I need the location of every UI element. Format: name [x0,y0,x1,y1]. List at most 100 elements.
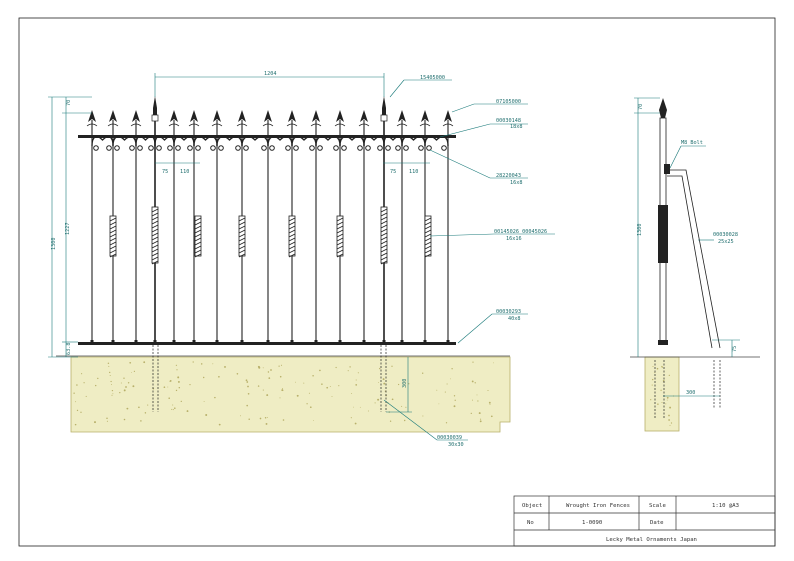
aggregate-dot [186,410,189,413]
aggregate-dot [669,424,671,426]
aggregate-dot [257,365,260,368]
picket-foot [338,340,342,344]
aggregate-dot [112,393,114,395]
scroll-arc [291,135,317,147]
spear-collar [286,123,298,127]
twist-hatch [109,249,117,254]
scroll-curl [269,145,275,151]
post-clamp [151,114,159,122]
aggregate-dot [338,385,340,387]
aggregate-dot [471,380,474,383]
side-concrete-foundation [644,356,680,432]
aggregate-dot [357,372,359,374]
aggregate-dot [257,385,260,387]
twist-hatch [238,253,246,258]
aggregate-dot [377,382,379,383]
twist-hatch [151,252,159,257]
aggregate-dot [123,389,126,392]
aggregate-dot [454,399,456,401]
spear-collar [188,123,200,127]
aggregate-dot [175,364,178,366]
aggregate-dot [236,373,239,375]
spear-tip [88,110,96,122]
side-dim-top: 70 [638,104,644,110]
aggregate-dot [111,394,113,396]
twist-hatch [336,221,344,226]
twist-hatch [109,229,117,234]
scroll-curl [441,145,447,151]
picket-foot [134,340,138,344]
aggregate-dot [477,400,479,402]
side-callout-bolt: M8 Bolt [681,140,703,146]
aggregate-dot [247,392,250,395]
aggregate-dot [354,422,357,425]
aggregate-dot [670,422,673,424]
dim-top-margin: 70 [66,100,72,106]
scroll-curl [285,145,291,151]
aggregate-dot [76,384,78,386]
aggregate-dot [383,382,386,385]
aggregate-dot [436,389,438,391]
aggregate-dot [668,419,670,421]
spear-collar [262,123,274,127]
aggregate-dot [472,399,473,401]
side-spear [659,98,667,118]
twist-hatch [194,229,202,234]
aggregate-dot [127,382,130,384]
side-dim-height: 1300 [637,224,643,237]
twist-hatch [151,240,159,245]
concrete-aggregate-marks [73,361,675,426]
picket-foot [240,340,244,344]
aggregate-dot [650,399,652,401]
twist-hatch [424,229,432,234]
scroll-arc [267,135,293,147]
twist-group [109,206,432,265]
twist-hatch [380,208,388,213]
dim-total-height: 1300 [51,238,57,251]
aggregate-dot [125,386,127,388]
twist-hatch [380,220,388,225]
aggregate-dot [245,379,248,382]
twist-hatch [380,248,388,253]
aggregate-dot [280,364,283,366]
scroll-arc [401,135,426,147]
aggregate-dot [397,383,400,386]
scroll-arc [315,135,341,147]
side-bolt-plate [664,164,670,174]
aggregate-dot [652,366,654,367]
aggregate-dot [247,385,249,388]
aggregate-dot [488,401,491,404]
aggregate-dot [666,396,669,399]
twist-hatch [238,241,246,246]
spear-collar [236,123,248,127]
aggregate-dot [144,412,147,414]
callout-scroll-code: 00030148 [496,118,521,124]
aggregate-dot [266,394,269,397]
side-twist [658,205,668,263]
dim-gap-large-right: 110 [409,169,418,175]
front-dimension-lines [48,73,555,441]
dim-span: 1204 [264,71,277,77]
twist-hatch [151,228,159,233]
aggregate-dot [85,395,87,397]
scroll-arc [193,135,218,147]
spear-collar [310,123,322,127]
picket-foot [400,340,404,344]
scroll-curl [341,145,347,151]
aggregate-dot [309,406,312,409]
twist-hatch [194,249,202,254]
twist-hatch [336,225,344,230]
twist-hatch [288,229,296,234]
aggregate-dot [180,400,182,403]
dim-gap-small-right: 75 [390,169,396,175]
spear-collar [419,123,431,127]
twist-hatch [380,224,388,229]
aggregate-dot [240,415,241,417]
picket-group [86,96,454,344]
aggregate-dot [489,403,491,405]
picket-foot [266,340,270,344]
aggregate-dot [445,422,448,424]
twist-hatch [151,256,159,261]
aggregate-dot [140,420,142,422]
